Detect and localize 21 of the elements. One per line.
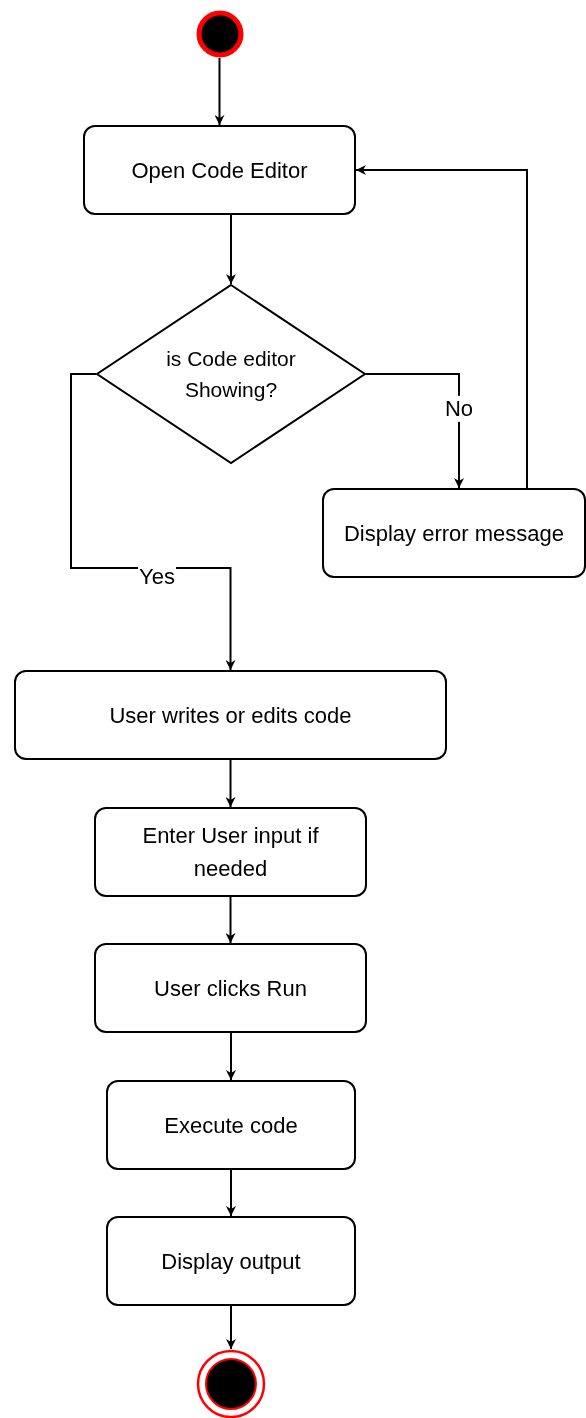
process-box: Open Code Editor bbox=[83, 125, 356, 215]
process-box: Execute code bbox=[106, 1080, 356, 1170]
decision-text: is Code editor Showing? bbox=[165, 345, 297, 403]
process-box: Display error message bbox=[322, 488, 586, 578]
arrow bbox=[226, 1305, 236, 1350]
arrow bbox=[225, 896, 236, 944]
process-box: Display output bbox=[106, 1216, 356, 1306]
arrow bbox=[225, 759, 236, 808]
process-box: User clicks Run bbox=[94, 943, 367, 1033]
arrow bbox=[70, 373, 236, 671]
edge-label: No bbox=[443, 395, 475, 423]
arrow bbox=[226, 1169, 236, 1217]
start-node bbox=[196, 10, 244, 58]
end-node bbox=[196, 1349, 266, 1418]
arrow bbox=[214, 57, 225, 126]
arrow bbox=[365, 373, 464, 489]
arrow bbox=[355, 165, 528, 489]
process-box: User writes or edits code bbox=[14, 670, 447, 760]
arrow bbox=[226, 214, 236, 285]
process-box: Enter User input if needed bbox=[94, 807, 367, 897]
arrow bbox=[226, 1032, 236, 1081]
